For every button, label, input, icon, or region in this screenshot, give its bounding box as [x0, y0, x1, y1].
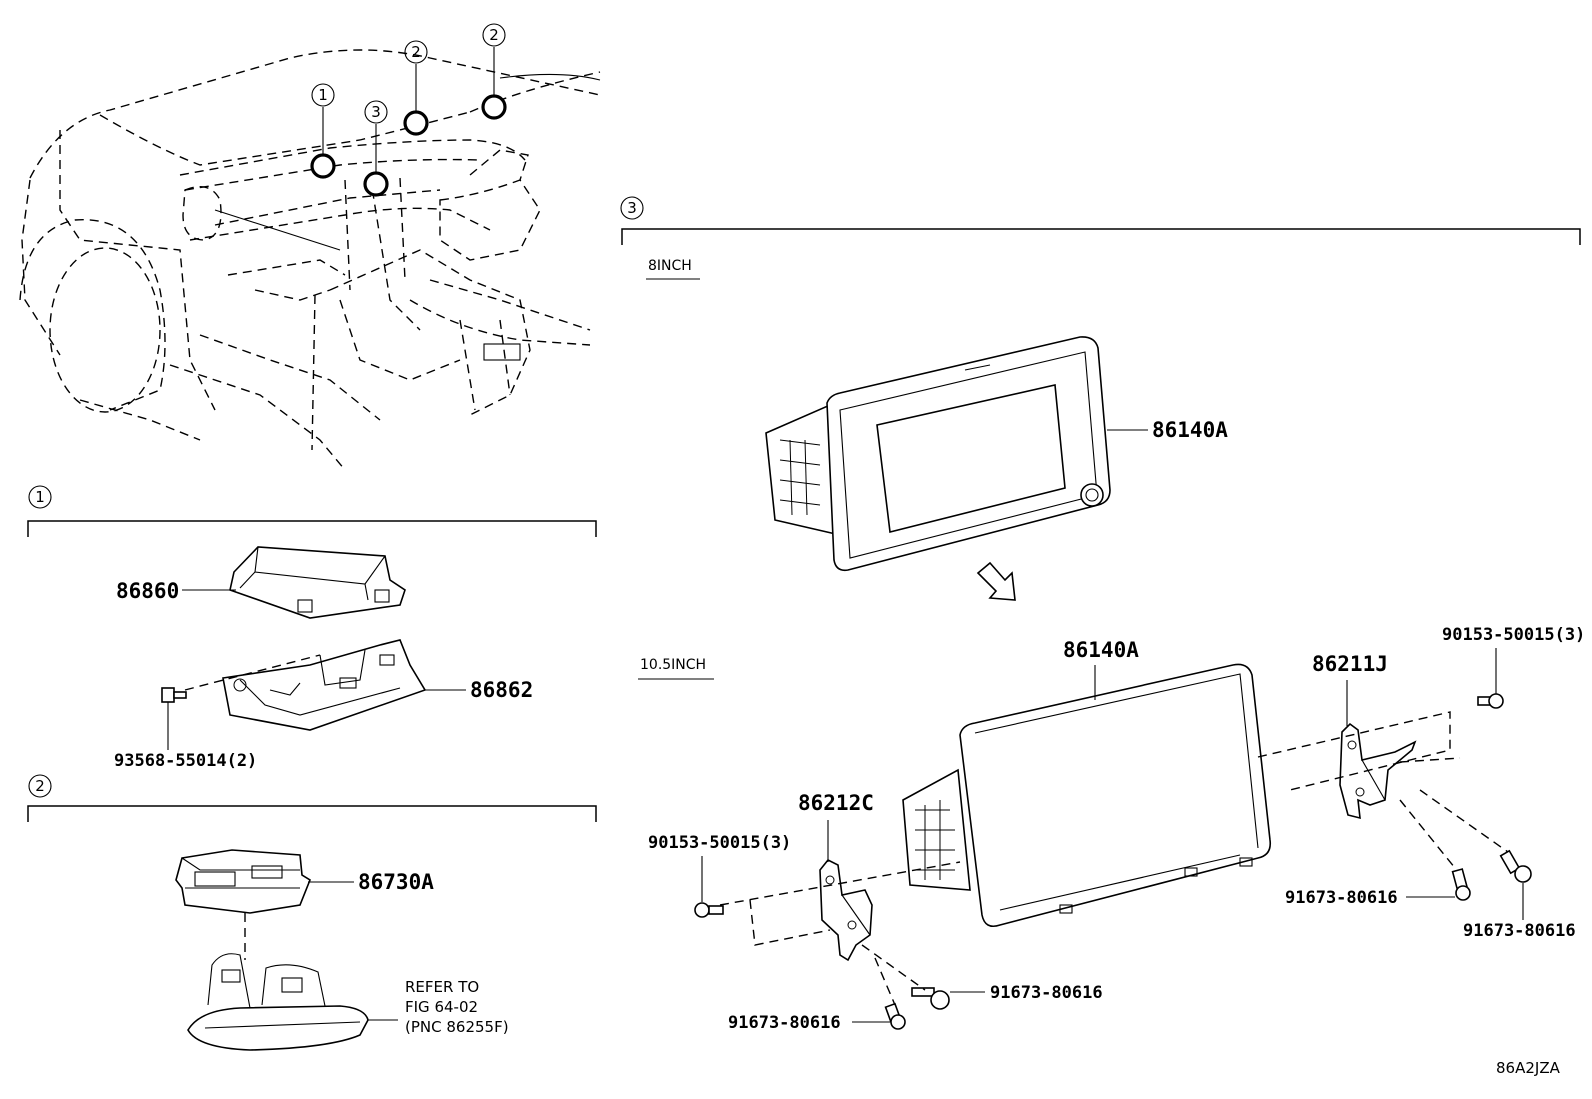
variant-10-5inch: 10.5INCH [640, 657, 706, 673]
label-93568-55014: 93568-55014(2) [114, 751, 257, 771]
label-86212c: 86212C [798, 791, 874, 815]
bolt-91673-right-far [1499, 849, 1532, 883]
drawing-code: 86A2JZA [1496, 1059, 1561, 1077]
label-86211j: 86211J [1312, 652, 1388, 676]
arrow-down-right-icon [976, 561, 1016, 601]
callout-1: 1 [311, 83, 335, 107]
location-dot-2b [481, 94, 507, 120]
reference-line-2: FIG 64-02 [405, 998, 478, 1016]
label-86860: 86860 [116, 579, 179, 603]
reference-line-3: (PNC 86255F) [405, 1018, 509, 1036]
svg-text:2: 2 [35, 777, 45, 795]
label-90153-right: 90153-50015(3) [1442, 625, 1585, 645]
svg-text:2: 2 [489, 26, 499, 44]
part-86730a-sensor [175, 849, 311, 914]
label-91673-lower-mid: 91673-80616 [990, 983, 1103, 1003]
callout-3: 3 [364, 100, 388, 124]
part-86211j-bracket [1339, 722, 1417, 820]
location-dot-2a [403, 110, 429, 136]
section-2: 2 86730A REFER TO FIG 64-02 (PNC 86255F) [27, 774, 597, 1051]
svg-text:3: 3 [627, 199, 637, 217]
callout-2b: 2 [482, 23, 506, 47]
bolt-91673-right-mid [1451, 868, 1471, 901]
bolt-90153-left [694, 902, 724, 918]
part-86860-module [229, 546, 406, 619]
label-91673-right-mid: 91673-80616 [1285, 888, 1398, 908]
svg-text:1: 1 [35, 488, 45, 506]
part-bracket-base [187, 953, 369, 1051]
part-86862-bracket [222, 639, 427, 731]
label-91673-right-far: 91673-80616 [1463, 921, 1576, 941]
bolt-90153-right [1477, 693, 1504, 709]
bolt-91673-lower-left [884, 1002, 906, 1030]
reference-line-1: REFER TO [405, 978, 479, 996]
part-86140a-10-5inch-display [902, 663, 1272, 928]
section-3: 3 8INCH 10.5INCH 86140A [620, 196, 1585, 1033]
svg-text:1: 1 [318, 86, 328, 104]
location-dot-1 [310, 153, 336, 179]
svg-text:2: 2 [411, 43, 421, 61]
svg-text:3: 3 [371, 103, 381, 121]
location-dot-3 [363, 171, 389, 197]
label-86862: 86862 [470, 678, 533, 702]
bolt-93568 [161, 687, 187, 703]
label-86730a: 86730A [358, 870, 434, 894]
label-90153-left: 90153-50015(3) [648, 833, 791, 853]
callout-2a: 2 [404, 40, 428, 64]
label-86140a-top: 86140A [1152, 418, 1228, 442]
variant-8inch: 8INCH [648, 258, 692, 274]
bolt-91673-lower-mid [911, 987, 950, 1010]
label-86140a-bottom: 86140A [1063, 638, 1139, 662]
label-91673-lower-left: 91673-80616 [728, 1013, 841, 1033]
section-1: 1 86860 86862 9356 [27, 485, 597, 771]
part-86140a-8inch-display [765, 336, 1111, 572]
part-86212c-bracket [819, 858, 873, 962]
car-interior-illustration [19, 47, 601, 471]
